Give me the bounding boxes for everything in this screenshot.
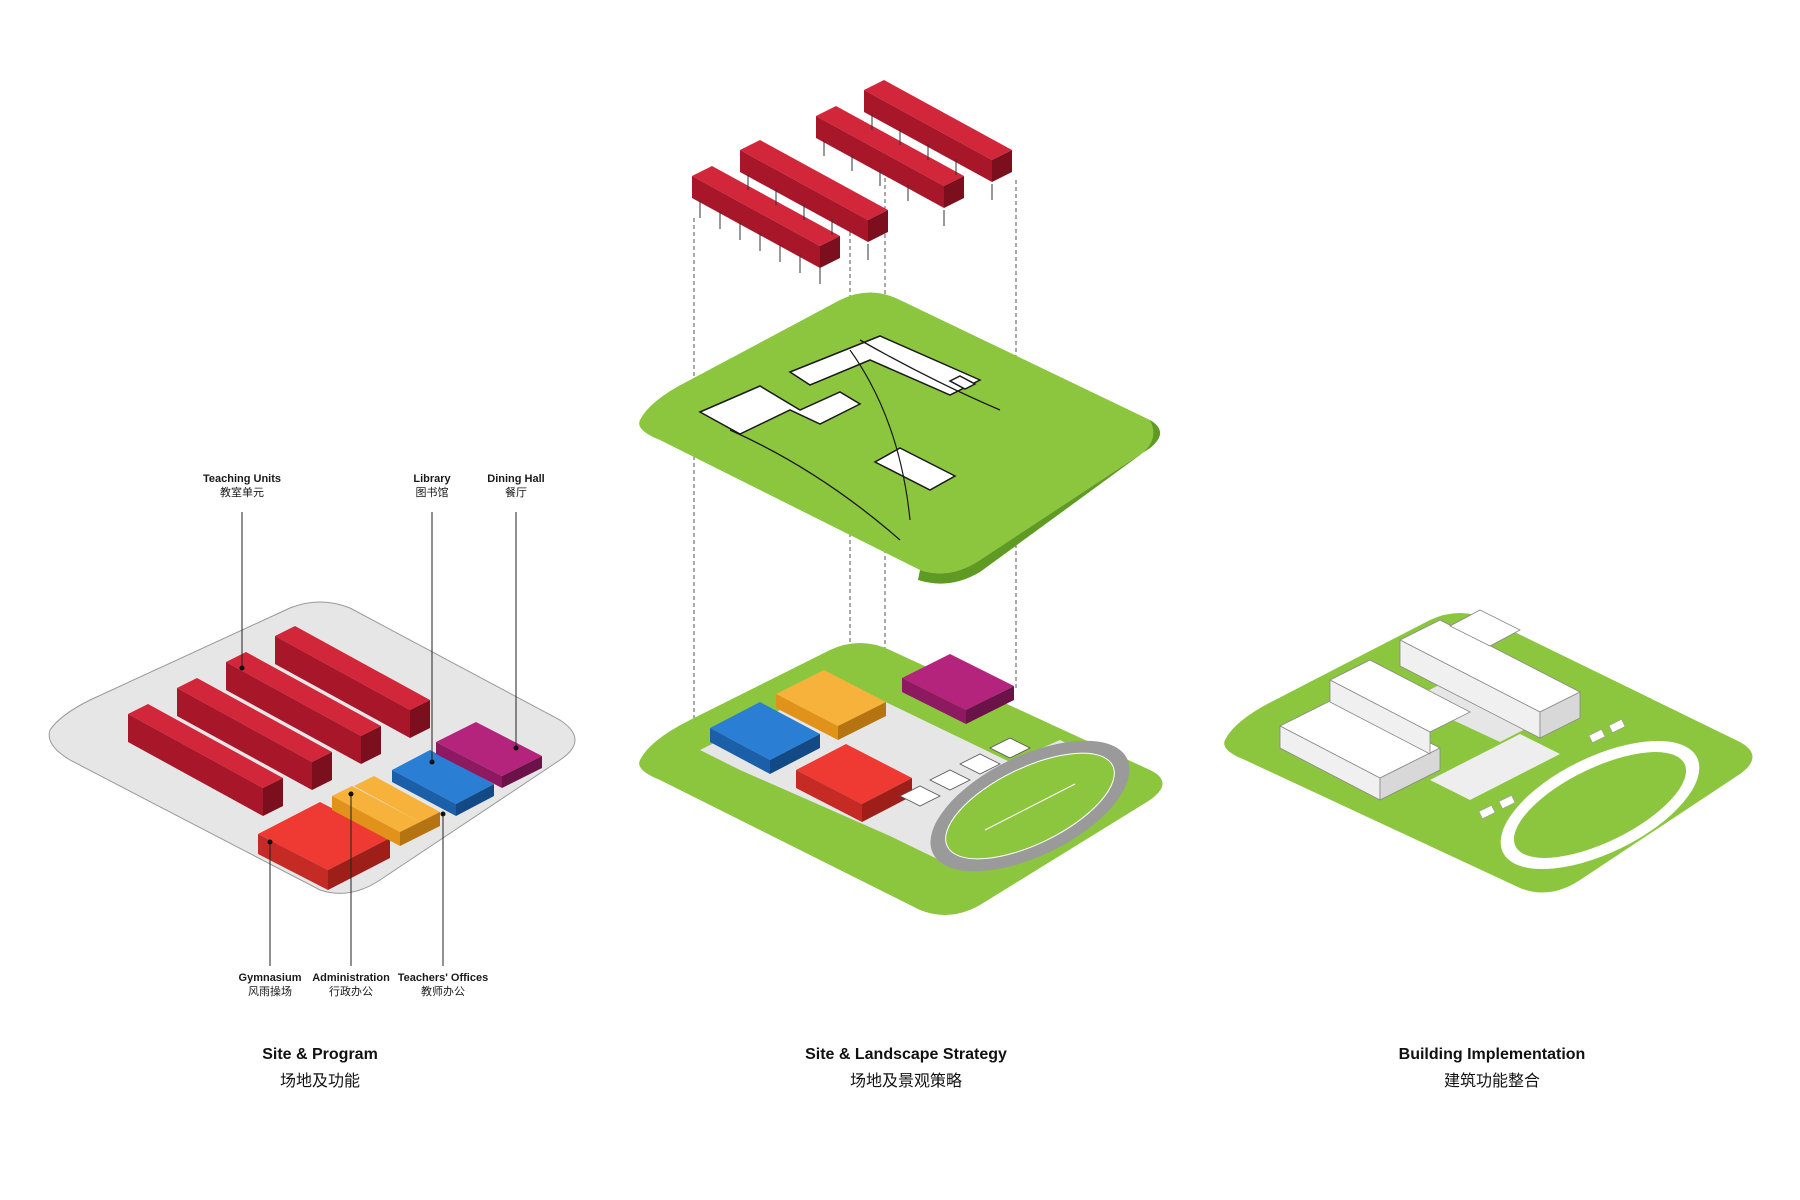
label-teachers-offices-en: Teachers' Offices: [398, 972, 488, 984]
label-gymnasium-en: Gymnasium: [239, 972, 302, 984]
elevated-teaching-bars: [692, 80, 1012, 284]
panel-subtitle-site-landscape: 场地及景观策略: [850, 1072, 962, 1090]
label-library-en: Library: [413, 473, 451, 485]
label-administration-en: Administration: [312, 972, 390, 984]
label-teaching-units-en: Teaching Units: [203, 473, 281, 485]
panel-site-landscape: Site & Landscape Strategy 场地及景观策略: [639, 80, 1163, 1090]
panel-subtitle-building-implementation: 建筑功能整合: [1444, 1072, 1540, 1090]
teaching-unit-blocks: [128, 626, 430, 816]
dining-hall-block: [436, 722, 542, 788]
label-library-cn: 图书馆: [416, 485, 449, 499]
label-teachers-offices-cn: 教师办公: [421, 985, 465, 998]
panel-building-implementation: Building Implementation 建筑功能整合: [1224, 609, 1753, 1090]
gymnasium-block: [258, 802, 390, 890]
landscape-plate: [639, 292, 1160, 584]
leader-lines: [239, 512, 519, 966]
panel-subtitle-site-program: 场地及功能: [280, 1072, 360, 1090]
panel-site-program: Teaching Units 教室单元 Library 图书馆 Dining H…: [48, 473, 576, 1090]
administration-block: [332, 776, 440, 846]
label-dining-hall-en: Dining Hall: [487, 473, 544, 485]
library-block: [392, 750, 494, 816]
panel-title-building-implementation: Building Implementation: [1399, 1046, 1586, 1063]
label-gymnasium-cn: 风雨操场: [248, 984, 292, 998]
label-administration-cn: 行政办公: [329, 984, 373, 998]
building-mass: [1279, 609, 1581, 801]
ground-site-plate: [639, 643, 1163, 915]
label-dining-hall-cn: 餐厅: [505, 485, 527, 499]
panel-title-site-landscape: Site & Landscape Strategy: [805, 1046, 1007, 1063]
panel-title-site-program: Site & Program: [262, 1046, 378, 1063]
label-teaching-units-cn: 教室单元: [220, 485, 264, 499]
